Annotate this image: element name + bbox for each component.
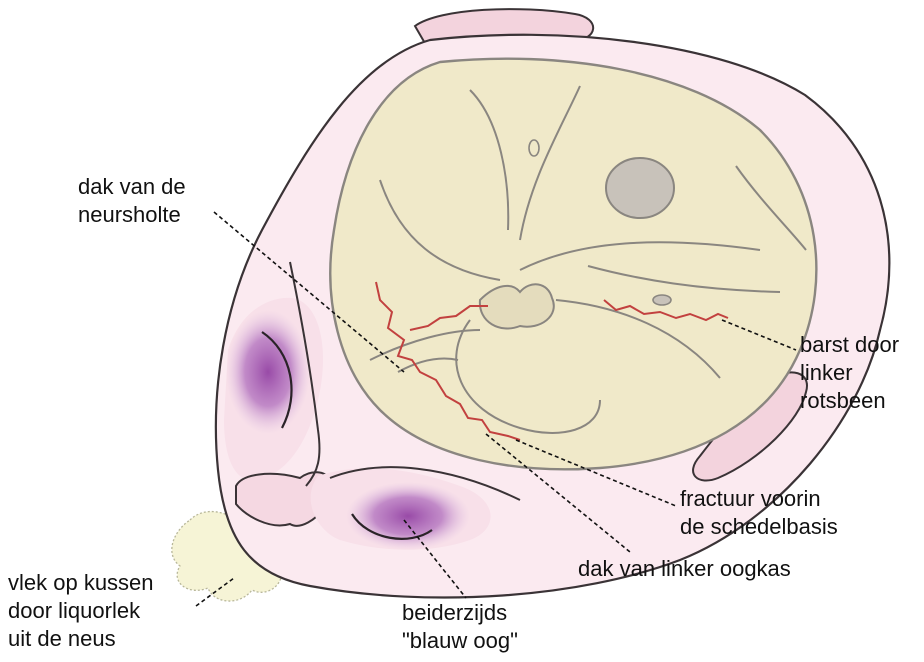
label-stain: vlek op kussen door liquorlek uit de neu…: [8, 570, 160, 651]
small-foramen-1: [529, 140, 539, 156]
foramen: [606, 158, 674, 218]
label-petrous: barst door linker rotsbeen: [800, 332, 905, 413]
right-bruise: [346, 482, 470, 550]
label-roof-nasal: dak van de neursholte: [78, 174, 192, 227]
small-foramen-2: [653, 295, 671, 305]
sella: [480, 284, 554, 328]
label-black-eyes: beiderzijds "blauw oog": [402, 600, 518, 653]
left-bruise: [226, 310, 310, 434]
label-orbit-roof: dak van linker oogkas: [578, 556, 791, 581]
skull-base: [330, 59, 816, 470]
